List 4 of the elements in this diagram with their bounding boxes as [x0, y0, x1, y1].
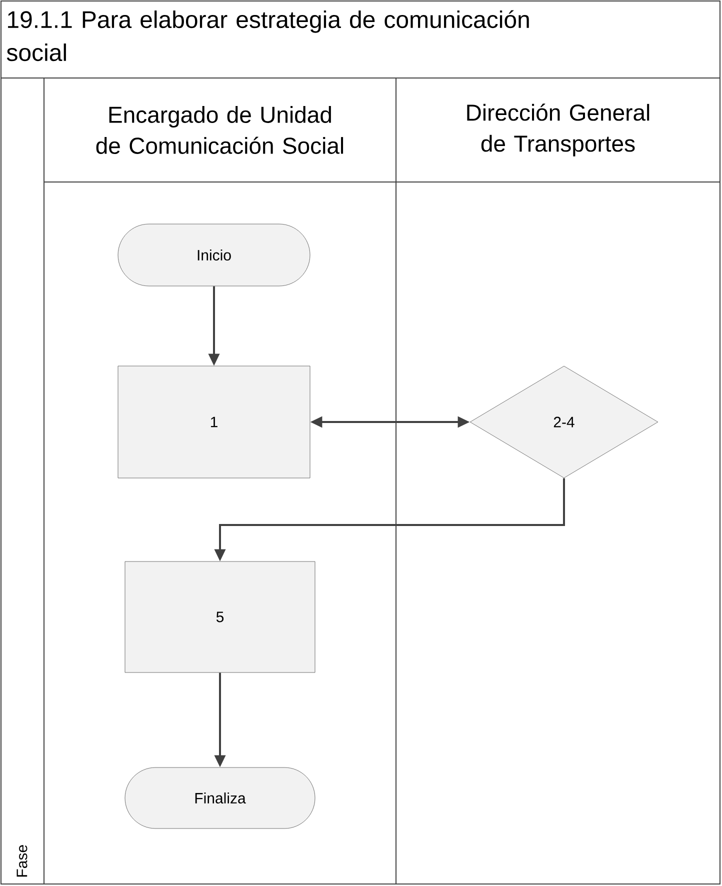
pool-title: 19.1.1 Para elaborar estrategia de comunicación social [6, 10, 529, 62]
process-box: 1 [118, 366, 310, 478]
process-box: 5 [124, 561, 316, 673]
phase-label: Fase [16, 845, 28, 877]
